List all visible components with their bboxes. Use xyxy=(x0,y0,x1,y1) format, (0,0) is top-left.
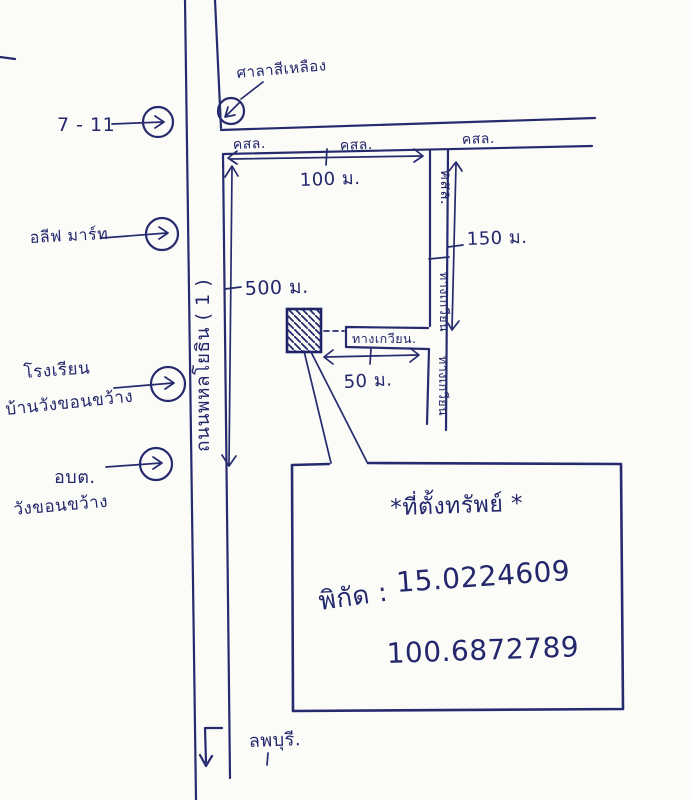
arrowhead-right-icon xyxy=(164,376,175,390)
cart-track-box-outline xyxy=(344,325,430,351)
school-label-line1: โรงเรียน xyxy=(23,357,91,383)
dimension-100m: 100 ม. xyxy=(227,148,424,191)
cart-track-label-upper: ทางเกวียน xyxy=(437,272,452,332)
cart-track-box-label: ทางเกวียน. xyxy=(352,331,417,346)
landmark-circle xyxy=(144,216,180,252)
arrowhead-right-icon xyxy=(409,347,420,363)
pointer-lines xyxy=(303,350,368,464)
pavilion-pointer-line xyxy=(240,81,264,100)
landmark-circle xyxy=(141,105,175,139)
pavilion-label: ศาลาสีเหลือง xyxy=(236,56,327,82)
arrowhead-right-icon xyxy=(413,148,424,163)
seven-eleven-label: 7 - 11 xyxy=(57,114,115,136)
surface-label-left: คสล. xyxy=(233,136,266,153)
landmark-circle xyxy=(138,446,174,482)
landmark-pavilion: ศาลาสีเหลือง xyxy=(216,56,327,126)
arrowhead-up-icon xyxy=(448,161,463,172)
dimension-150m: 150 ม. xyxy=(445,161,528,331)
landmark-seven-eleven: 7 - 11 xyxy=(57,105,175,139)
dimension-50m-label: 50 ม. xyxy=(343,369,393,393)
lopburi-direction: ลพบุรี. xyxy=(198,726,301,768)
longitude-value: 100.6872789 xyxy=(386,630,580,670)
side-road xyxy=(425,148,450,432)
arrowhead-down-icon xyxy=(221,454,237,467)
surface-label-side: คสล. xyxy=(437,170,455,205)
landmark-mart: อลีฟ มาร์ท xyxy=(29,216,180,252)
lopburi-label: ลพบุรี. xyxy=(248,729,301,752)
arrowhead-right-icon xyxy=(154,115,165,129)
property-square xyxy=(285,307,323,354)
landmark-circle xyxy=(216,96,246,126)
arrowhead-downleft-icon xyxy=(224,106,236,118)
stray-stroke xyxy=(266,752,269,766)
dimension-50m: 50 ม. xyxy=(323,347,420,393)
landmark-school: โรงเรียน บ้านวังขอนขว้าง xyxy=(4,357,187,420)
arrowhead-down-icon xyxy=(445,319,460,331)
arrowhead-down-icon xyxy=(198,753,214,768)
coordinate-label: พิกัด : xyxy=(317,578,390,617)
surface-label-right: คสล. xyxy=(462,131,495,148)
school-label-line2: บ้านวังขอนขว้าง xyxy=(4,387,134,420)
arrowhead-up-icon xyxy=(224,165,239,178)
side-road-tick xyxy=(428,256,450,260)
top-road xyxy=(219,116,597,156)
dimension-500m-label: 500 ม. xyxy=(244,276,309,300)
cart-track-label-lower: ทางเกวียน xyxy=(436,356,451,416)
sao-label-line2: วังขอนขว้าง xyxy=(13,492,109,520)
main-road-name: ถนนพหลโยธิน ( 1 ) xyxy=(191,279,214,452)
arrowhead-right-icon xyxy=(152,456,163,470)
property-info-box: *ที่ตั้งทรัพย์ * พิกัด : 15.0224609 100.… xyxy=(290,461,625,713)
dimension-500m: 500 ม. xyxy=(221,165,309,467)
arrowhead-left-icon xyxy=(323,349,334,365)
landmark-sao: อบต. วังขอนขว้าง xyxy=(13,446,174,520)
main-road xyxy=(183,0,232,800)
mart-label: อลีฟ มาร์ท xyxy=(29,224,108,247)
sao-label-line1: อบต. xyxy=(54,467,96,488)
property-box-title: *ที่ตั้งทรัพย์ * xyxy=(390,487,524,522)
arrowhead-left-icon xyxy=(227,150,238,165)
dimension-150m-label: 150 ม. xyxy=(466,227,527,250)
landmark-circle xyxy=(149,365,187,403)
arrowhead-right-icon xyxy=(158,226,169,240)
surface-label-mid: คสล. xyxy=(340,137,373,154)
cart-track-access: ทางเกวียน. xyxy=(323,325,430,351)
paper-mark xyxy=(0,55,17,61)
dimension-100m-label: 100 ม. xyxy=(299,168,360,191)
latitude-value: 15.0224609 xyxy=(395,554,571,599)
